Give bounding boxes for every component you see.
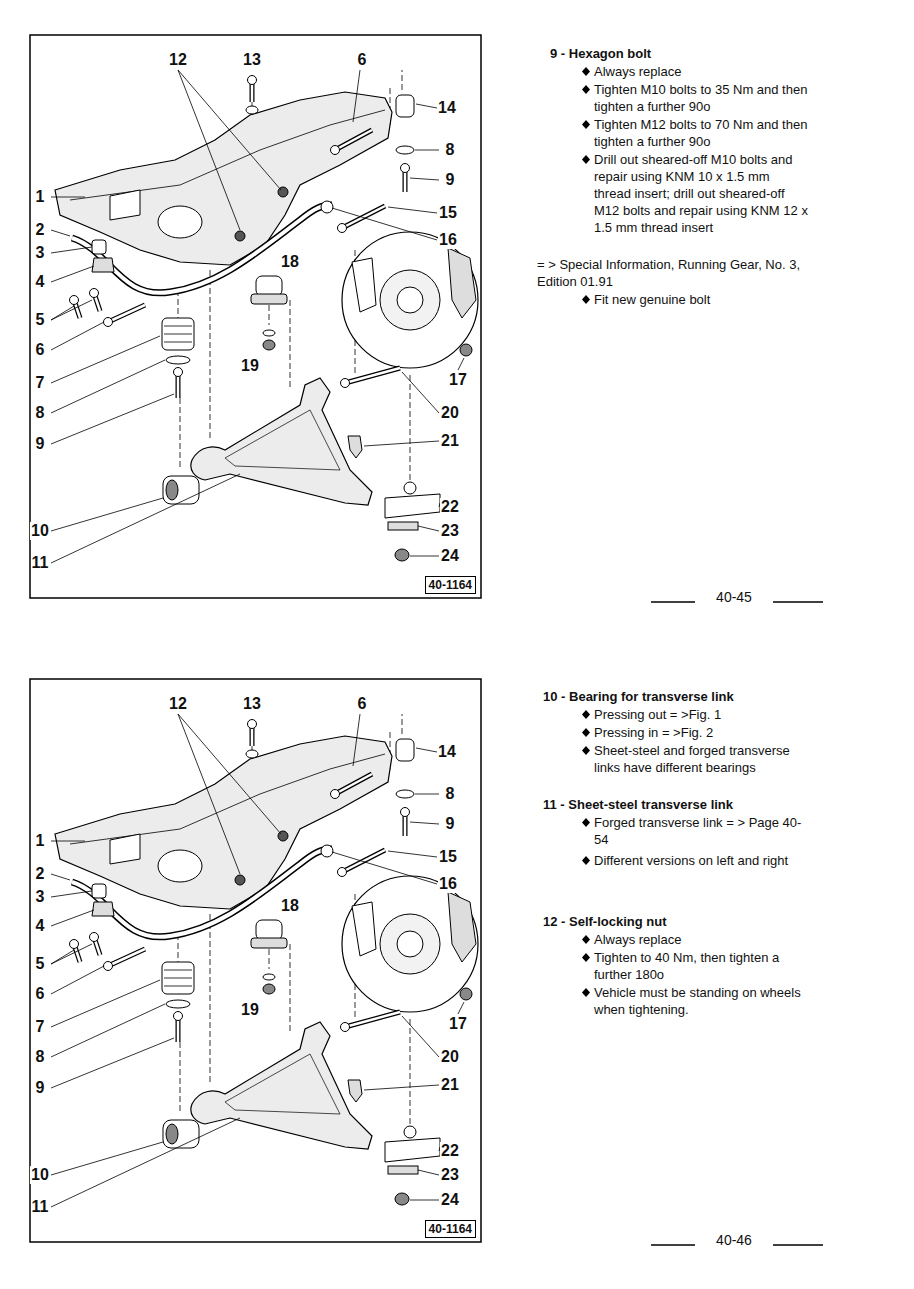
bullet xyxy=(582,67,590,76)
item-note: Always replace xyxy=(594,931,809,948)
callout-number: 21 xyxy=(440,1076,460,1094)
callout-number: 6 xyxy=(35,985,46,1003)
callout-number: 6 xyxy=(357,695,368,713)
item-note: Pressing out = >Fig. 1 xyxy=(594,706,809,723)
callout-number: 11 xyxy=(31,1198,50,1216)
callout-number: 23 xyxy=(440,522,460,540)
bullet xyxy=(582,155,590,164)
callout-number: 18 xyxy=(280,897,300,915)
callout-number: 15 xyxy=(438,848,458,866)
bullet xyxy=(582,935,590,944)
callout-number: 22 xyxy=(440,498,460,516)
item-note: Forged transverse link = > Page 40-54 xyxy=(594,814,809,848)
page-number: 40-45 xyxy=(716,589,752,606)
callout-number: 2 xyxy=(35,221,46,239)
callout-number: 8 xyxy=(35,404,46,422)
figure-number: 40-1164 xyxy=(429,578,472,592)
item-heading: 11 - Sheet-steel transverse link xyxy=(543,796,813,813)
bullet xyxy=(582,856,590,865)
callout-number: 4 xyxy=(35,273,46,291)
callout-number: 8 xyxy=(445,141,456,159)
item-heading: 10 - Bearing for transverse link xyxy=(543,688,813,705)
callout-number: 14 xyxy=(437,99,457,117)
callout-number: 9 xyxy=(35,435,46,453)
callout-number: 3 xyxy=(35,888,46,906)
callout-number: 17 xyxy=(448,1015,468,1033)
callout-number: 18 xyxy=(280,253,300,271)
callout-number: 10 xyxy=(30,1166,50,1184)
callout-number: 11 xyxy=(31,554,50,572)
callout-number: 3 xyxy=(35,244,46,262)
figure-number-box: 40-1164 xyxy=(425,576,476,594)
callout-number: 1 xyxy=(35,188,46,206)
item-note: Different versions on left and right xyxy=(594,852,809,869)
callout-number: 14 xyxy=(437,743,457,761)
callout-number: 23 xyxy=(440,1166,460,1184)
callout-number: 6 xyxy=(357,51,368,69)
callout-number: 24 xyxy=(440,547,460,565)
page-number: 40-46 xyxy=(716,1232,752,1249)
callout-number: 12 xyxy=(168,51,188,69)
callout-number: 13 xyxy=(242,51,262,69)
item-note: Always replace xyxy=(594,63,809,80)
callout-number: 20 xyxy=(440,404,460,422)
item-heading: 9 - Hexagon bolt xyxy=(550,45,810,62)
callout-number: 7 xyxy=(35,1018,46,1036)
callout-number: 7 xyxy=(35,374,46,392)
item-note: Tighten M12 bolts to 70 Nm and then tigh… xyxy=(594,116,809,150)
item-heading: 12 - Self-locking nut xyxy=(543,913,813,930)
callout-number: 19 xyxy=(240,1001,260,1019)
callout-number: 9 xyxy=(445,171,456,189)
callout-number: 8 xyxy=(35,1048,46,1066)
suspension-exploded-view xyxy=(30,679,481,1242)
item-note: Pressing in = >Fig. 2 xyxy=(594,724,809,741)
bullet xyxy=(582,120,590,129)
callout-number: 8 xyxy=(445,785,456,803)
item-note: = > Special Information, Running Gear, N… xyxy=(537,256,812,290)
callout-number: 6 xyxy=(35,341,46,359)
callout-number: 2 xyxy=(35,865,46,883)
item-note: Vehicle must be standing on wheels when … xyxy=(594,984,809,1018)
callout-number: 16 xyxy=(438,231,458,249)
callout-number: 16 xyxy=(438,875,458,893)
bullet xyxy=(582,953,590,962)
callout-number: 19 xyxy=(240,357,260,375)
callout-number: 13 xyxy=(242,695,262,713)
callout-number: 15 xyxy=(438,204,458,222)
callout-number: 4 xyxy=(35,917,46,935)
callout-number: 17 xyxy=(448,371,468,389)
callout-number: 22 xyxy=(440,1142,460,1160)
bullet xyxy=(582,818,590,827)
item-note: Fit new genuine bolt xyxy=(594,291,809,308)
callout-number: 5 xyxy=(35,311,46,329)
callout-number: 21 xyxy=(440,432,460,450)
item-note: Drill out sheared-off M10 bolts and repa… xyxy=(594,151,809,236)
figure-number: 40-1164 xyxy=(429,1222,472,1236)
suspension-exploded-view xyxy=(30,35,481,598)
callout-number: 24 xyxy=(440,1191,460,1209)
item-note: Sheet-steel and forged transverse links … xyxy=(594,742,809,776)
item-note: Tighten M10 bolts to 35 Nm and then tigh… xyxy=(594,81,809,115)
callout-number: 9 xyxy=(445,815,456,833)
bullet xyxy=(582,728,590,737)
bullet xyxy=(582,295,590,304)
callout-number: 9 xyxy=(35,1079,46,1097)
bullet xyxy=(582,85,590,94)
callout-number: 1 xyxy=(35,832,46,850)
figure-number-box: 40-1164 xyxy=(425,1220,476,1238)
bullet xyxy=(582,710,590,719)
callout-number: 20 xyxy=(440,1048,460,1066)
callout-number: 5 xyxy=(35,955,46,973)
callout-number: 12 xyxy=(168,695,188,713)
bullet xyxy=(582,988,590,997)
callout-number: 10 xyxy=(30,522,50,540)
bullet xyxy=(582,746,590,755)
item-note: Tighten to 40 Nm, then tighten a further… xyxy=(594,949,809,983)
